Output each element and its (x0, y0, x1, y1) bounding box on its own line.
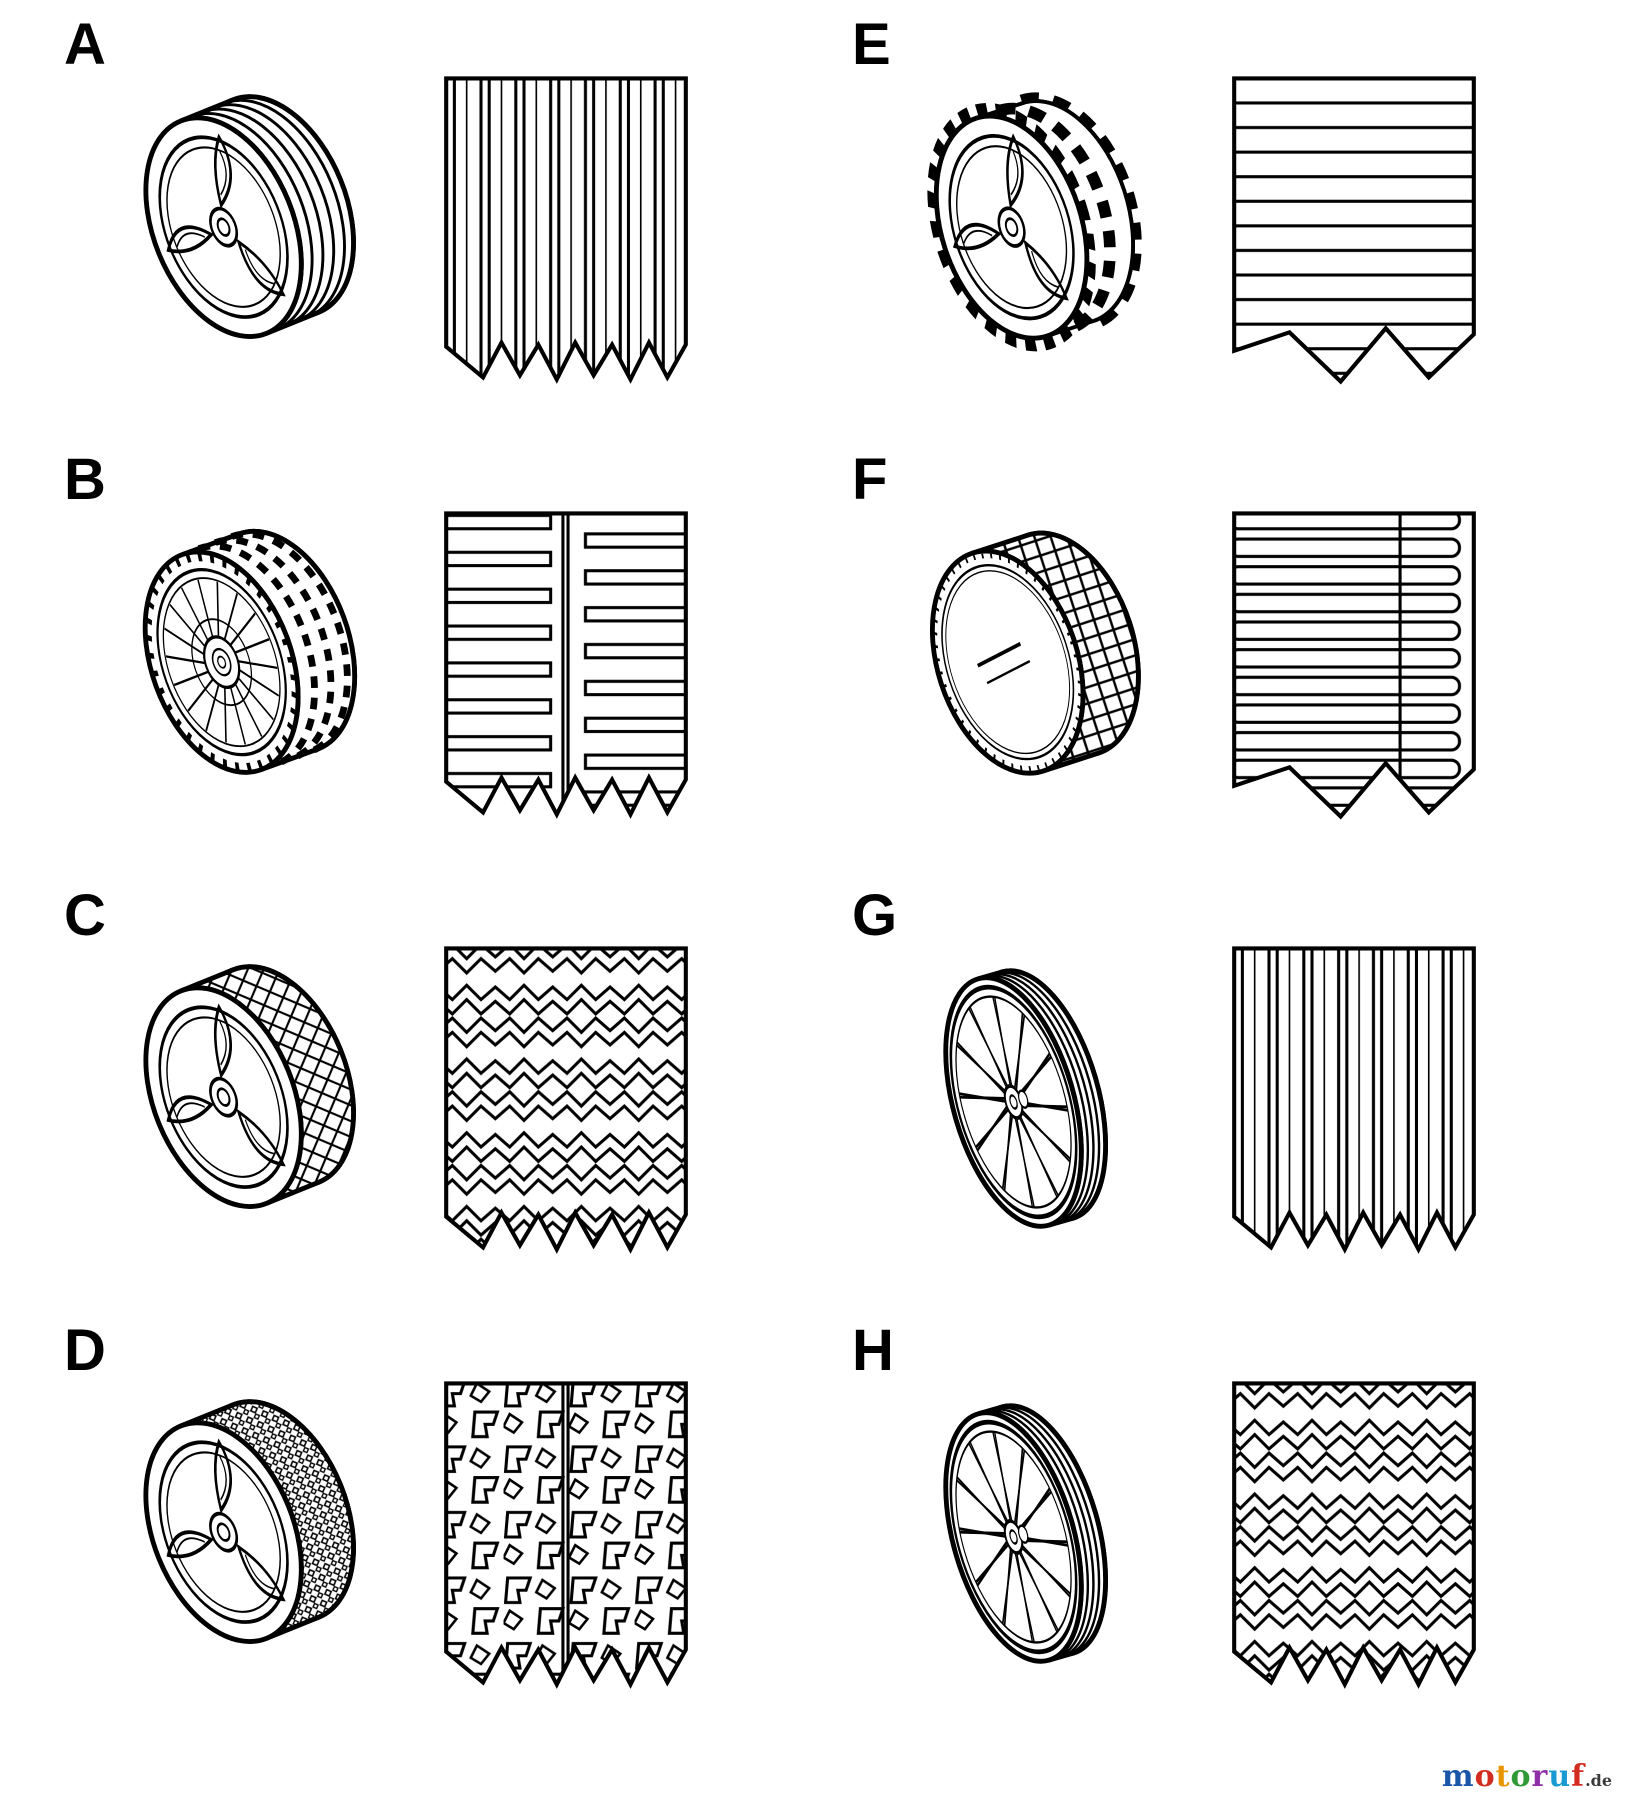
logo-letter: o (1474, 1759, 1496, 1794)
logo-letter: u (1548, 1759, 1572, 1794)
tread-E-horizontal-bars-swatch (1232, 75, 1476, 385)
logo-letter: o (1510, 1759, 1532, 1794)
label-F: F (852, 447, 888, 513)
motoruf-logo[interactable]: motoruf.de (1442, 1759, 1612, 1794)
cell-D: D (26, 1320, 814, 1755)
chart-grid: A E (26, 14, 1602, 1755)
tread-D-lug-blocks-swatch (444, 1381, 688, 1690)
cell-E: E (814, 14, 1602, 449)
cell-C: C (26, 885, 814, 1320)
wheel-G-wire-spoke-icon (866, 912, 1196, 1292)
cell-G: G (814, 885, 1602, 1320)
label-C: C (64, 882, 106, 948)
label-E: E (852, 12, 891, 77)
cell-B: B (26, 449, 814, 884)
label-G: G (852, 882, 898, 948)
label-D: D (64, 1317, 106, 1383)
cell-F: F (814, 449, 1602, 884)
tread-A-vertical-ribs-swatch (444, 75, 688, 384)
logo-letter: f (1571, 1759, 1586, 1794)
wheel-F-grid-tread-disc-icon (929, 530, 1141, 776)
wheel-B-block-tread-fan-spoke-icon (78, 528, 358, 857)
logo-suffix: .de (1585, 1771, 1612, 1790)
label-B: B (64, 447, 106, 513)
tread-H-chevron-swatch (1232, 1381, 1476, 1690)
label-H: H (852, 1317, 894, 1383)
cell-H: H (814, 1320, 1602, 1755)
wheel-C-crosshatch-tire-icon (78, 964, 356, 1292)
tread-G-vertical-ribs-swatch (1232, 946, 1476, 1255)
wheel-H-wire-spoke-icon (866, 1347, 1196, 1727)
label-A: A (64, 12, 106, 77)
wheel-D-knobby-tire-icon (78, 1399, 356, 1727)
tread-B-staggered-blocks-swatch (444, 511, 688, 819)
wheel-E-gear-lug-tire-icon (866, 92, 1142, 351)
wheel-A-ribbed-tire-icon (78, 93, 356, 422)
logo-letter: t (1495, 1759, 1511, 1794)
cell-A: A (26, 14, 814, 449)
logo-letter: m (1441, 1759, 1475, 1794)
tread-C-chevron-swatch (444, 946, 688, 1255)
logo-letter: r (1531, 1759, 1549, 1794)
tread-F-stacked-slats-swatch (1232, 511, 1476, 820)
